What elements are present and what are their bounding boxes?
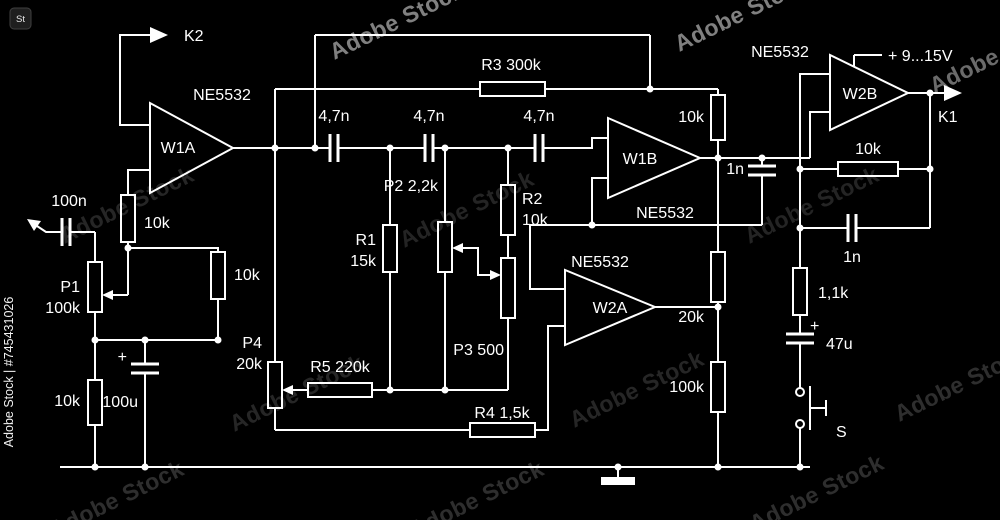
p3-wiper-arrow — [490, 270, 501, 280]
label-c-4n7-3: 4,7n — [523, 108, 554, 125]
label-w2b-ref: W2B — [843, 86, 878, 103]
label-w2a-ref: W2A — [593, 300, 628, 317]
p1-wiper-arrow — [102, 290, 113, 300]
watermark-text: Adobe Stock — [325, 0, 468, 65]
resistor-100k-body — [710, 361, 726, 413]
label-r1-val: 15k — [350, 253, 377, 270]
label-w1b-ref: W1B — [623, 151, 658, 168]
capacitor-100n — [60, 218, 72, 246]
input-arrow — [27, 219, 41, 231]
resistor-10k-w2b-body — [837, 161, 899, 177]
pot-p2-body — [437, 221, 453, 273]
label-w2a-part: NE5532 — [571, 254, 629, 271]
label-c-100u-plus: + — [118, 349, 127, 366]
label-r2-ref: R2 — [522, 191, 543, 208]
p2-wiper-arrow — [452, 243, 463, 253]
label-r4: R4 1,5k — [474, 405, 530, 422]
label-r-10k-w1b: 10k — [678, 109, 705, 126]
pot-p4-body — [267, 361, 283, 409]
resistor-r2-body — [500, 184, 516, 236]
label-w2b-part: NE5532 — [751, 44, 809, 61]
capacitor-4n7-2 — [423, 134, 435, 162]
label-r1-ref: R1 — [356, 232, 377, 249]
label-r-20k: 20k — [678, 309, 705, 326]
arrows — [27, 27, 962, 395]
opamp-w2b — [829, 53, 911, 132]
label-r2-val: 10k — [522, 212, 549, 229]
pot-p1-body — [87, 261, 103, 313]
resistor-10k-w1b-body — [710, 94, 726, 141]
pot-p3-body — [500, 257, 516, 319]
resistor-r4-body — [469, 422, 536, 438]
label-w1a-ref: W1A — [161, 140, 196, 157]
label-p2: P2 2,2k — [384, 178, 439, 195]
label-r-10k-w1a: 10k — [144, 215, 171, 232]
capacitor-4n7-1 — [328, 134, 340, 162]
label-c-input: 100n — [51, 193, 87, 210]
wires — [33, 34, 944, 477]
p4-wiper-arrow — [282, 385, 293, 395]
label-r3: R3 300k — [481, 57, 542, 74]
opamp-w1a — [149, 101, 236, 195]
watermark-text: Adobe Stock — [745, 449, 888, 520]
label-p4-val: 20k — [236, 356, 263, 373]
capacitor-100u — [131, 362, 159, 375]
label-k2: K2 — [184, 28, 204, 45]
label-r-10k-bl: 10k — [54, 393, 81, 410]
stock-id-label: Adobe Stock | #745431026 — [2, 297, 16, 448]
junction-dots — [91, 85, 934, 471]
label-c-4n7-1: 4,7n — [318, 108, 349, 125]
resistor-11k-body — [792, 267, 808, 316]
label-c-47u: 47u — [826, 336, 853, 353]
resistor-10k-bl-body — [87, 379, 103, 426]
resistor-10k-w1a-body — [120, 194, 136, 243]
capacitor-1n-w1b — [748, 164, 776, 177]
label-r-100k: 100k — [669, 379, 705, 396]
switch-contact-bottom — [795, 419, 805, 429]
resistor-10k-div-body — [210, 251, 226, 300]
watermark-text: Adobe Stock — [405, 455, 548, 520]
resistor-r1-body — [382, 224, 398, 273]
label-k1: K1 — [938, 109, 958, 126]
label-p3: P3 500 — [453, 342, 504, 359]
label-p1-ref: P1 — [60, 279, 80, 296]
resistor-r3-body — [479, 81, 546, 97]
label-r-10k-w2b: 10k — [855, 141, 882, 158]
k2-arrow — [150, 27, 168, 43]
label-c-1n-w1b: 1n — [726, 161, 744, 178]
resistor-r5-body — [307, 382, 373, 398]
stock-logo — [9, 7, 32, 30]
label-c-1n-w2b: 1n — [843, 249, 861, 266]
opamp-w2a — [564, 268, 658, 347]
ground-symbol — [601, 477, 635, 485]
stock-branding: St Adobe Stock | #745431026 — [2, 7, 32, 448]
label-p4-ref: P4 — [242, 335, 262, 352]
capacitor-4n7-3 — [533, 134, 545, 162]
watermark-text: Adobe Stock — [45, 455, 188, 520]
capacitor-47u — [786, 332, 814, 345]
label-c-47u-plus: + — [810, 318, 819, 335]
label-r5: R5 220k — [310, 359, 371, 376]
capacitor-1n-w2b — [846, 214, 858, 242]
resistor-20k-body — [710, 251, 726, 303]
label-c-4n7-2: 4,7n — [413, 108, 444, 125]
labels: K2 K1 + 9...15V NE5532 W1A W1B NE5532 NE… — [45, 28, 957, 441]
stock-logo-text: St — [16, 14, 25, 25]
watermark-text: Adobe Stock — [890, 339, 1000, 426]
opamp-w1b — [607, 116, 703, 200]
label-w1a-part: NE5532 — [193, 87, 251, 104]
label-switch: S — [836, 424, 847, 441]
k1-arrow — [944, 85, 962, 101]
label-supply: + 9...15V — [888, 48, 953, 65]
switch-contact-top — [795, 387, 805, 397]
label-w1b-part: NE5532 — [636, 205, 694, 222]
label-p1-val: 100k — [45, 300, 81, 317]
label-c-100u: 100u — [102, 394, 138, 411]
label-r-10k-div: 10k — [234, 267, 261, 284]
label-r-11k: 1,1k — [818, 285, 849, 302]
component-bodies — [60, 53, 911, 485]
